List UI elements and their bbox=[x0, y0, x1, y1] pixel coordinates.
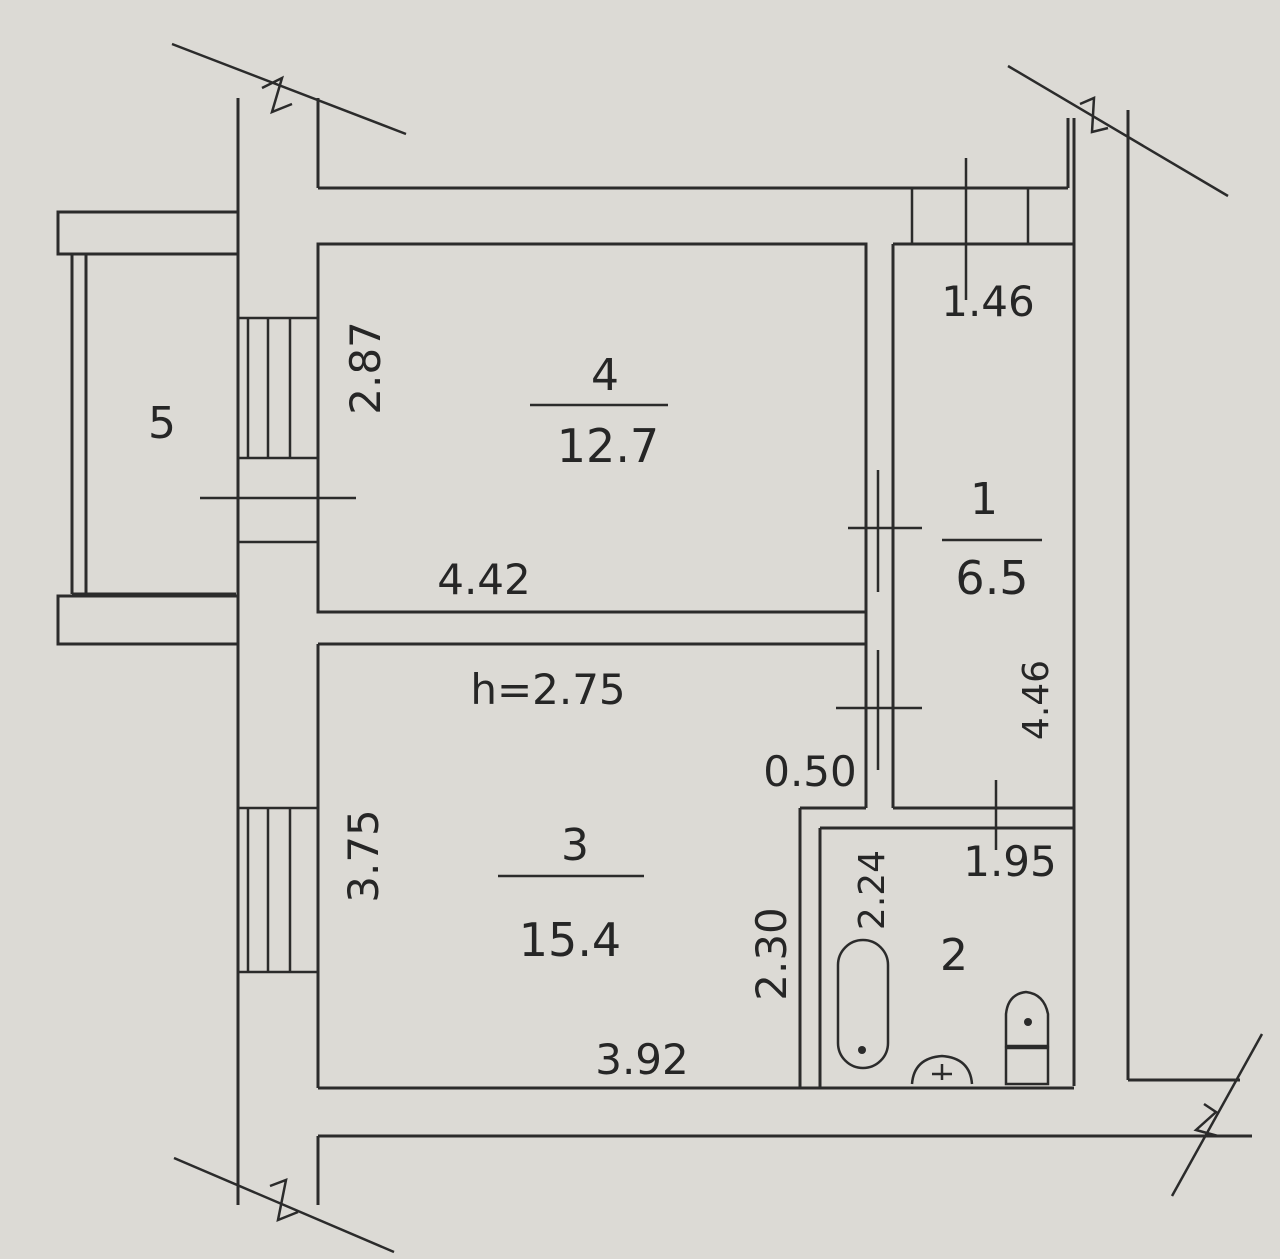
room-4-number: 4 bbox=[591, 350, 619, 401]
room-1-side-dim: 4.46 bbox=[1016, 660, 1057, 740]
door-room3 bbox=[836, 650, 922, 770]
room-3-side-dim: 2.30 bbox=[747, 907, 796, 1001]
balcony-top-slab bbox=[56, 210, 240, 256]
room-2-top-dim: 1.95 bbox=[963, 837, 1057, 886]
room-4-height-dim: 2.87 bbox=[341, 321, 390, 415]
room-4-width-dim: 4.42 bbox=[437, 555, 531, 604]
room-2-side-dim: 2.24 bbox=[852, 850, 893, 930]
room-1-top-dim: 1.46 bbox=[941, 277, 1035, 326]
room-1-number: 1 bbox=[970, 474, 998, 525]
room-3-width-dim: 3.92 bbox=[595, 1035, 689, 1084]
balcony-bottom-slab bbox=[56, 594, 240, 646]
balcony-door bbox=[200, 316, 356, 544]
bathtub-icon bbox=[836, 938, 890, 1070]
room-1-area: 6.5 bbox=[955, 551, 1028, 605]
room-4-area: 12.7 bbox=[557, 419, 659, 473]
room-3-notch-dim: 0.50 bbox=[763, 747, 857, 796]
room-3-height-dim: 3.75 bbox=[339, 809, 388, 903]
break-mark-bottom-right bbox=[1170, 1033, 1264, 1197]
sink-icon bbox=[910, 1054, 974, 1085]
toilet-icon bbox=[1004, 990, 1050, 1086]
break-mark-top-left bbox=[171, 42, 407, 136]
room-5-number: 5 bbox=[148, 398, 176, 449]
room-3-number: 3 bbox=[561, 820, 589, 871]
break-mark-top-right bbox=[1007, 64, 1229, 198]
break-mark-bottom-left bbox=[173, 1156, 395, 1254]
ceiling-height: h=2.75 bbox=[470, 665, 625, 714]
door-room4 bbox=[848, 470, 922, 592]
entrance-door bbox=[910, 158, 1030, 300]
room-3-area: 15.4 bbox=[519, 913, 621, 967]
room-2-number: 2 bbox=[940, 930, 968, 981]
corridor-window bbox=[238, 806, 318, 974]
